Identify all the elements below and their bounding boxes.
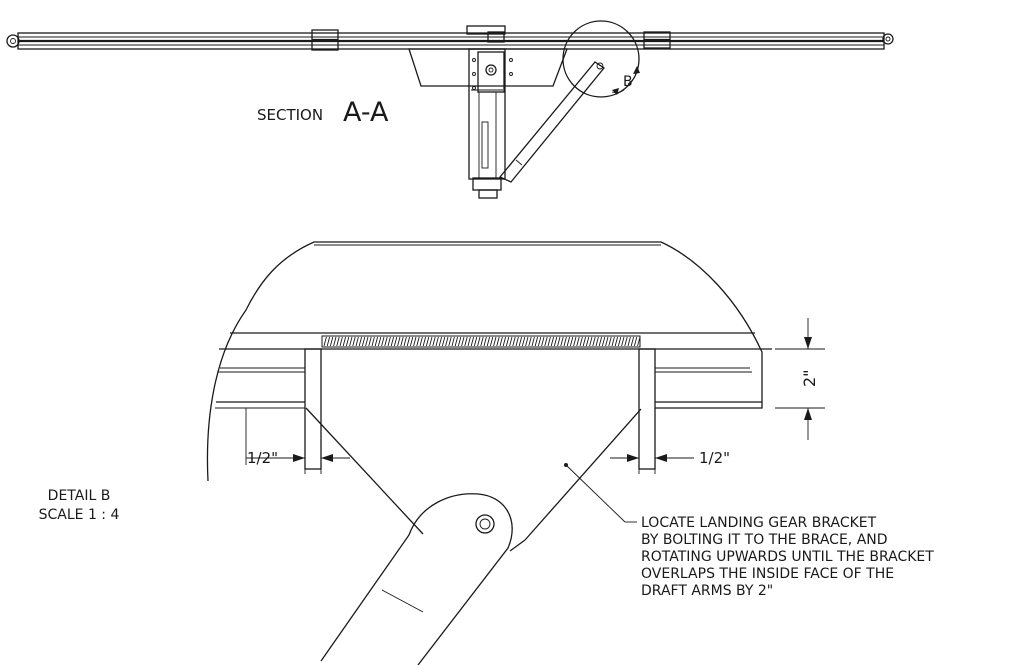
dimension-left-label: 1/2" xyxy=(247,449,278,467)
detail-b-callout-circle xyxy=(562,20,640,98)
right-end-eye xyxy=(882,33,894,45)
note-leader xyxy=(564,463,637,523)
dimension-right-label: 1/2" xyxy=(699,449,730,467)
detail-b-view: 2" 1/2" 1/2" DETAIL xyxy=(39,241,934,665)
section-a-a-view: B SECTION A-A xyxy=(6,20,894,199)
dimension-right: 1/2" xyxy=(610,449,730,474)
note-line: BY BOLTING IT TO THE BRACE, AND xyxy=(641,532,888,548)
detail-scale: SCALE 1 : 4 xyxy=(39,507,120,523)
weld-hatch xyxy=(323,336,641,347)
dimension-vertical: 2" xyxy=(775,318,825,440)
dimension-left: 1/2" xyxy=(246,449,350,474)
mounting-bracket xyxy=(408,48,568,87)
section-letters: A-A xyxy=(343,97,389,128)
diagonal-brace xyxy=(498,61,605,183)
weld-bead xyxy=(321,335,641,348)
landing-gear-leg xyxy=(468,48,506,180)
detail-boundary xyxy=(206,241,763,482)
brace-end-link xyxy=(320,493,513,665)
pivot-bolt xyxy=(475,514,495,534)
note-line: ROTATING UPWARDS UNTIL THE BRACKET xyxy=(641,549,934,565)
draft-arm-right xyxy=(638,348,656,470)
dimension-2in-label: 2" xyxy=(800,369,819,387)
note-line: DRAFT ARMS BY 2" xyxy=(641,583,773,599)
detail-callout-letter: B xyxy=(623,74,633,90)
assembly-note: LOCATE LANDING GEAR BRACKET BY BOLTING I… xyxy=(641,515,934,599)
section-label: SECTION xyxy=(257,106,323,124)
note-line: OVERLAPS THE INSIDE FACE OF THE xyxy=(641,566,894,582)
detail-name: DETAIL B xyxy=(48,488,111,504)
draft-arm-left xyxy=(304,348,322,470)
left-end-eye xyxy=(6,34,20,48)
landing-gear-foot xyxy=(472,177,502,191)
top-plate xyxy=(466,25,506,35)
note-line: LOCATE LANDING GEAR BRACKET xyxy=(641,515,877,531)
